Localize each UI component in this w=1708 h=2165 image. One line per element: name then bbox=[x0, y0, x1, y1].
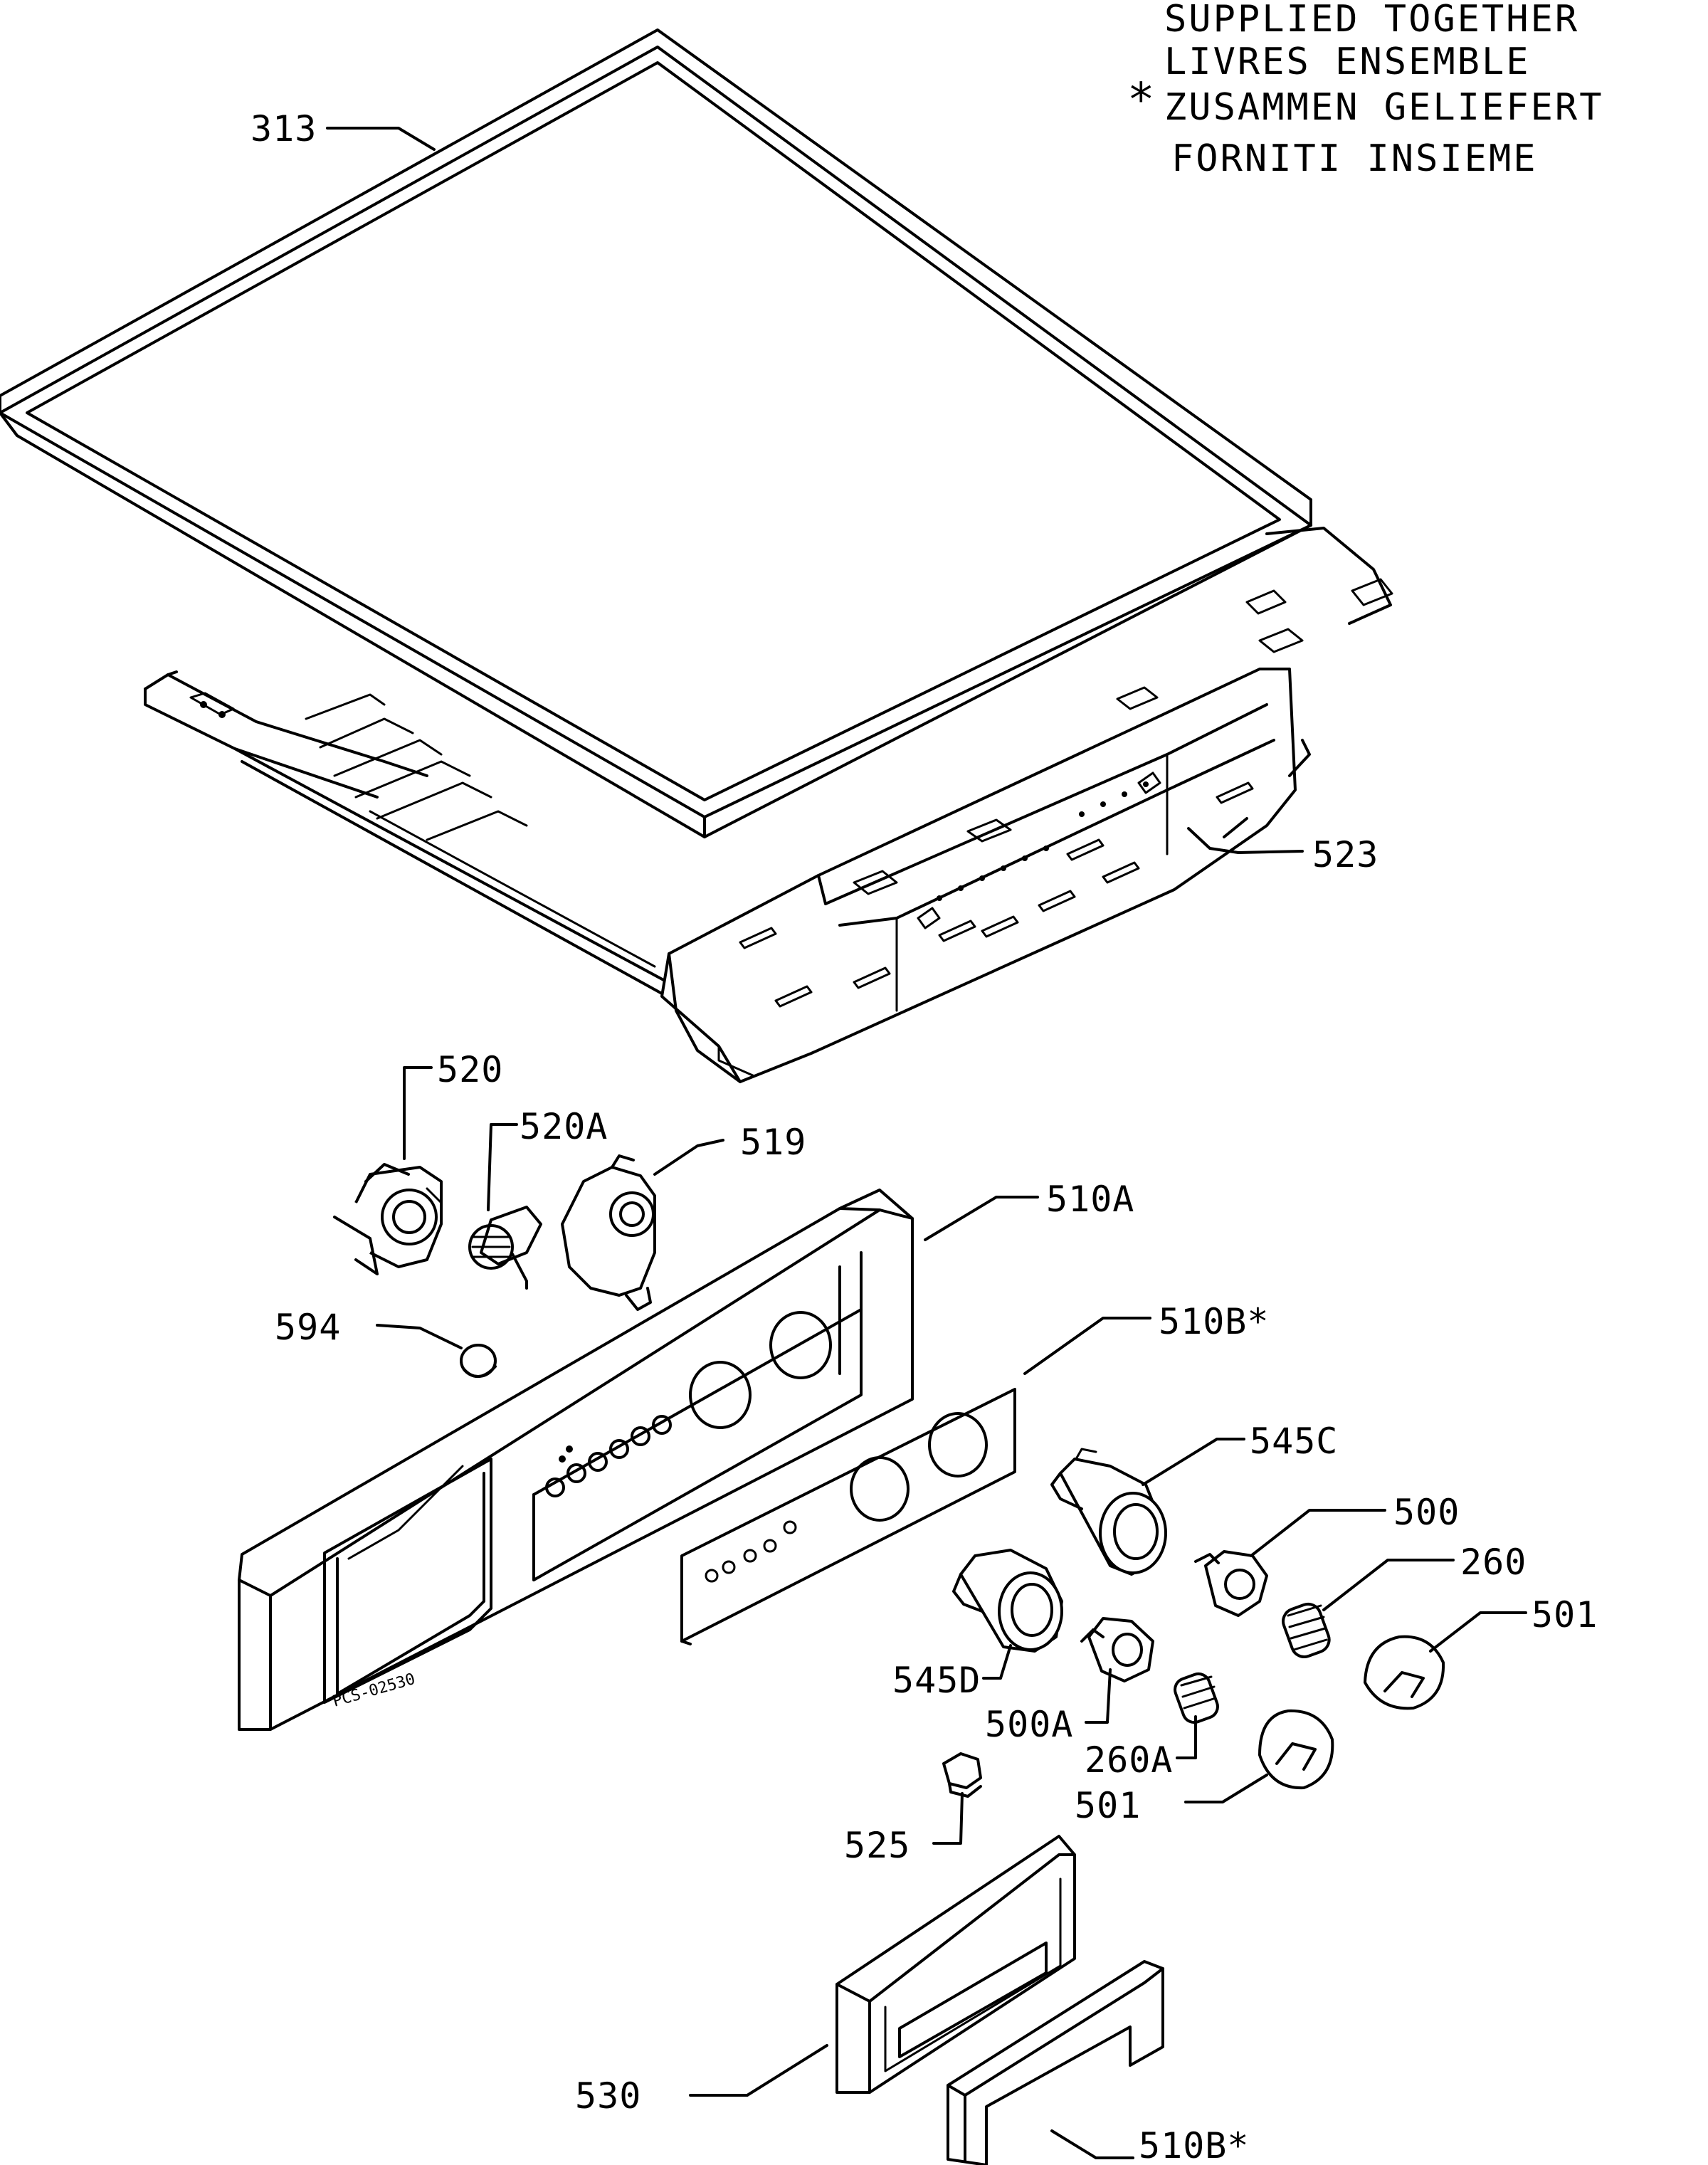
drawer-front-part-530 bbox=[835, 1835, 1076, 2094]
legend-asterisk: * bbox=[1127, 74, 1155, 127]
label-500A: 500A bbox=[985, 1704, 1073, 1745]
spring-part-260 bbox=[1282, 1602, 1331, 1658]
legend-line-3: ZUSAMMEN GELIEFERT bbox=[1164, 86, 1604, 129]
spring-part-260A bbox=[1174, 1672, 1219, 1724]
label-501-upper: 501 bbox=[1532, 1594, 1598, 1635]
leader-lines bbox=[326, 127, 1527, 2159]
gear-part-520A bbox=[468, 1206, 542, 1290]
part-labels: 313 523 520 520A 519 510A 594 510B* 545C… bbox=[251, 108, 1598, 2165]
control-panel-part-510A bbox=[238, 1189, 914, 1731]
label-545D: 545D bbox=[892, 1660, 981, 1701]
knob-part-501-lower bbox=[1258, 1709, 1334, 1790]
label-510B-lower: 510B* bbox=[1139, 2125, 1250, 2165]
label-500: 500 bbox=[1393, 1492, 1460, 1533]
label-260: 260 bbox=[1460, 1542, 1527, 1583]
worktop-part-313 bbox=[0, 28, 1312, 838]
label-510A: 510A bbox=[1046, 1179, 1134, 1220]
label-313: 313 bbox=[251, 108, 317, 149]
label-525: 525 bbox=[844, 1825, 910, 1866]
fascia-part-510B bbox=[680, 1388, 1016, 1645]
button-part-594 bbox=[460, 1344, 497, 1378]
legend-line-4: FORNITI INSIEME bbox=[1171, 137, 1538, 180]
label-520A: 520A bbox=[520, 1106, 608, 1147]
cover-part-519 bbox=[561, 1154, 656, 1311]
plug-part-525 bbox=[942, 1752, 982, 1798]
housing-part-545D bbox=[952, 1549, 1063, 1653]
fascia-part-510B-lower bbox=[947, 1960, 1164, 2165]
label-501-lower: 501 bbox=[1075, 1785, 1141, 1826]
label-594: 594 bbox=[275, 1307, 341, 1348]
holder-part-500A bbox=[1080, 1617, 1154, 1682]
selector-housing-part-520 bbox=[333, 1163, 443, 1275]
label-520: 520 bbox=[437, 1049, 503, 1090]
housing-part-545C bbox=[1050, 1448, 1167, 1576]
label-545C: 545C bbox=[1250, 1421, 1338, 1462]
supplied-together-legend: SUPPLIED TOGETHER LIVRES ENSEMBLE * ZUSA… bbox=[1127, 0, 1604, 180]
label-523: 523 bbox=[1312, 834, 1378, 875]
label-260A: 260A bbox=[1085, 1739, 1173, 1781]
label-510B-upper: 510B* bbox=[1159, 1301, 1270, 1342]
holder-part-500 bbox=[1194, 1550, 1268, 1617]
top-frame-part-523 bbox=[144, 527, 1393, 1083]
label-530: 530 bbox=[575, 2075, 641, 2117]
knob-part-501-upper bbox=[1364, 1635, 1445, 1710]
legend-line-2: LIVRES ENSEMBLE bbox=[1164, 41, 1531, 83]
legend-line-1: SUPPLIED TOGETHER bbox=[1164, 0, 1579, 41]
label-519: 519 bbox=[740, 1122, 806, 1163]
